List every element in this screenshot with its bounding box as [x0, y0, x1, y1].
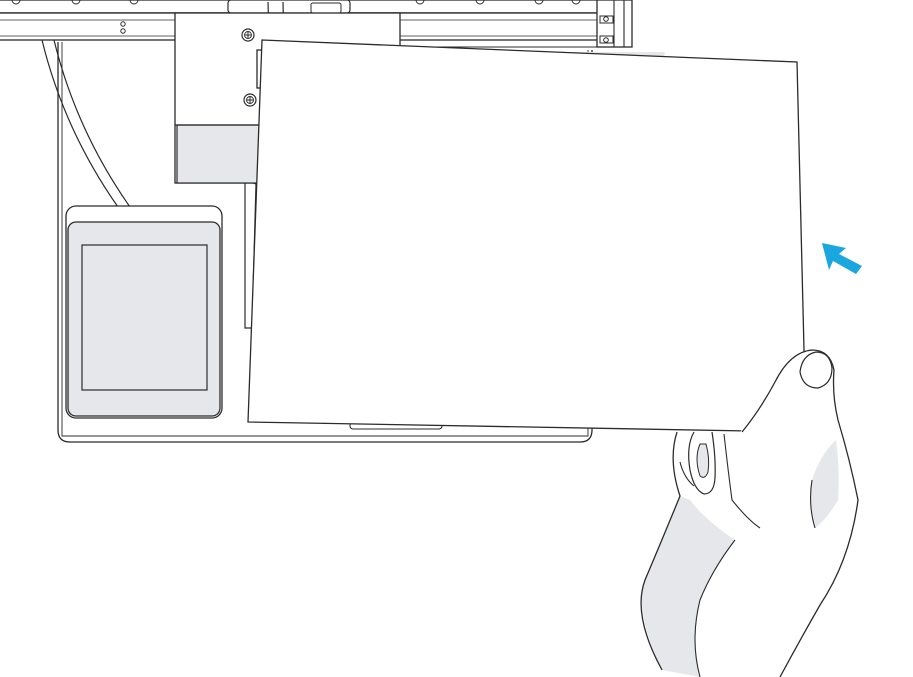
touchscreen-panel: [65, 205, 223, 419]
hand: [640, 349, 859, 677]
screw-icon: [241, 28, 255, 42]
screw-icon: [243, 93, 257, 107]
paper-sheet: [247, 39, 807, 433]
insert-direction-arrow-icon: [822, 243, 862, 274]
